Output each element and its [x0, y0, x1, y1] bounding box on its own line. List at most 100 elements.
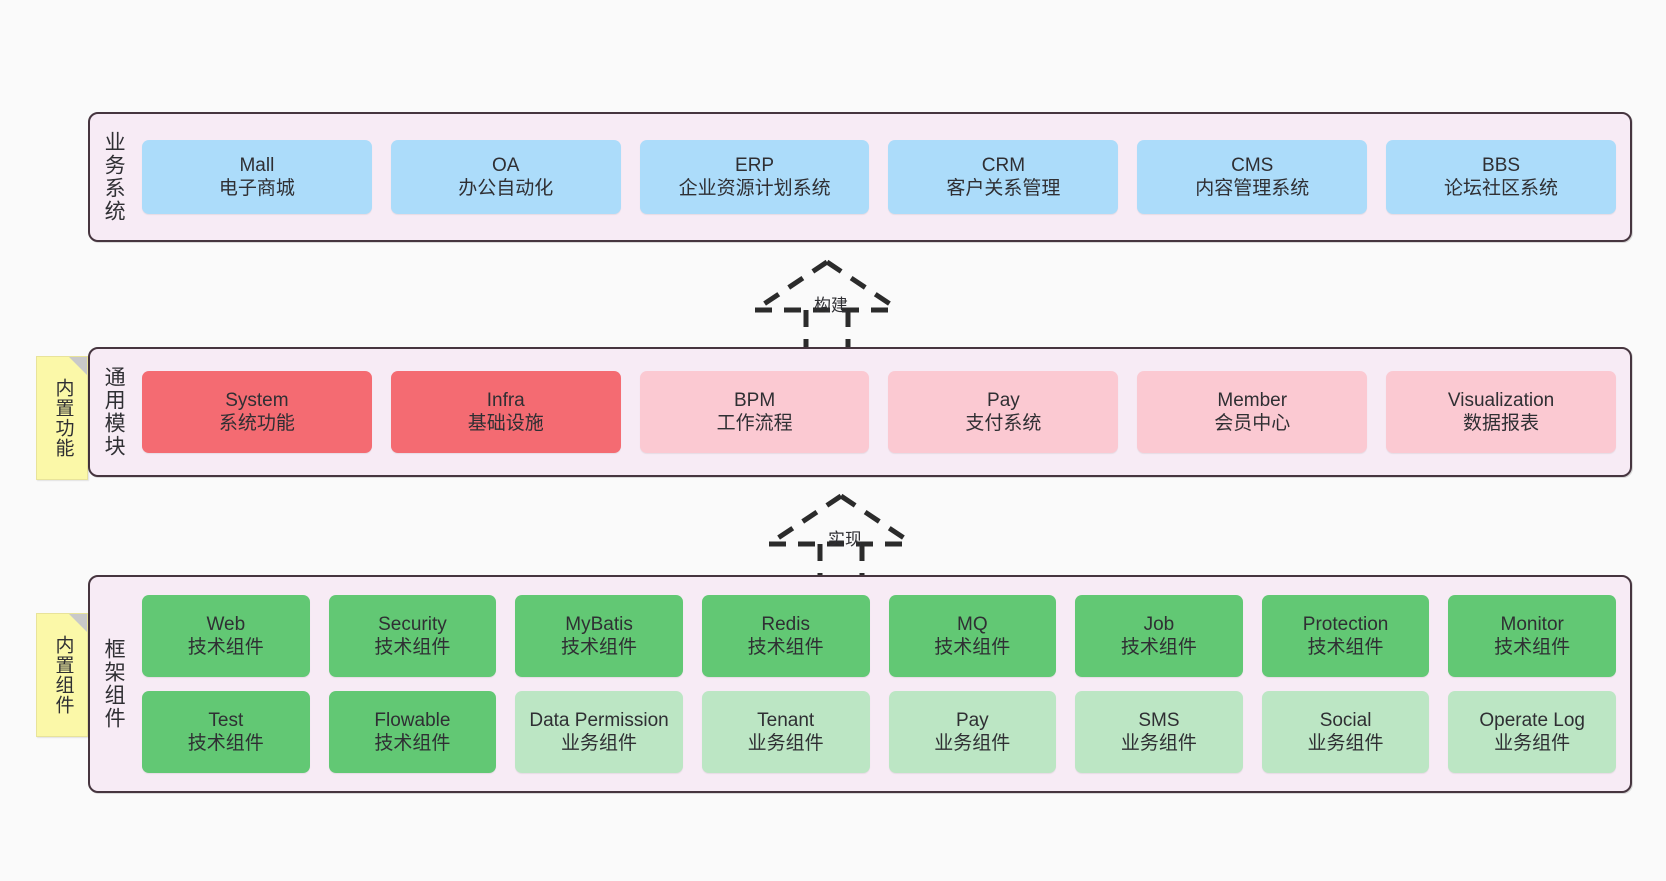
box-monitor[interactable]: Monitor 技术组件 [1448, 595, 1616, 677]
box-mq[interactable]: MQ 技术组件 [888, 595, 1057, 677]
box-job-desc: 技术组件 [1120, 637, 1197, 658]
box-erp-desc: 企业资源计划系统 [678, 178, 831, 199]
box-crm-title: CRM [981, 154, 1026, 176]
box-infra[interactable]: Infra 基础设施 [390, 371, 621, 453]
box-mybatis-title: MyBatis [565, 613, 633, 635]
box-social[interactable]: Social 业务组件 [1261, 691, 1430, 773]
box-mybatis-desc: 技术组件 [561, 637, 638, 658]
box-cms-title: CMS [1231, 154, 1274, 176]
box-bpm[interactable]: BPM 工作流程 [639, 371, 870, 453]
box-pay-component[interactable]: Pay 业务组件 [888, 691, 1057, 773]
box-security-title: Security [378, 613, 447, 635]
box-pay-component-desc: 业务组件 [934, 733, 1011, 754]
box-oa-desc: 办公自动化 [458, 178, 554, 199]
box-bbs-desc: 论坛社区系统 [1444, 178, 1559, 199]
box-oa[interactable]: OA 办公自动化 [390, 140, 621, 214]
note-builtin-feature-label: 内置功能 [52, 378, 74, 458]
box-web[interactable]: Web 技术组件 [142, 595, 310, 677]
connector-implement: 实现 [766, 492, 916, 588]
box-protection-title: Protection [1302, 613, 1389, 635]
box-test[interactable]: Test 技术组件 [142, 691, 310, 773]
note-builtin-component-label: 内置组件 [52, 635, 74, 715]
box-cms[interactable]: CMS 内容管理系统 [1137, 140, 1368, 214]
layer-common-module: 通用模块 System 系统功能 Infra 基础设施 BPM 工作流程 Pay… [88, 347, 1632, 477]
box-protection-desc: 技术组件 [1307, 637, 1384, 658]
box-tenant[interactable]: Tenant 业务组件 [701, 691, 870, 773]
box-bpm-title: BPM [733, 389, 776, 411]
box-erp[interactable]: ERP 企业资源计划系统 [639, 140, 870, 214]
box-erp-title: ERP [735, 154, 775, 176]
layer-business-system-row: Mall 电子商城 OA 办公自动化 ERP 企业资源计划系统 CRM 客户关系… [142, 140, 1616, 214]
box-cms-desc: 内容管理系统 [1195, 178, 1310, 199]
box-mall-desc: 电子商城 [218, 178, 295, 199]
box-job[interactable]: Job 技术组件 [1075, 595, 1243, 677]
box-crm-desc: 客户关系管理 [946, 178, 1061, 199]
connector-build: 构建 [752, 258, 902, 354]
box-visualization[interactable]: Visualization 数据报表 [1386, 371, 1616, 453]
layer-business-system: 业务系统 Mall 电子商城 OA 办公自动化 ERP 企业资源计划系统 CRM… [88, 112, 1632, 242]
box-mq-desc: 技术组件 [934, 637, 1011, 658]
box-member-desc: 会员中心 [1214, 413, 1291, 434]
layer-common-module-label: 通用模块 [102, 366, 126, 458]
box-flowable[interactable]: Flowable 技术组件 [328, 691, 497, 773]
box-system-desc: 系统功能 [218, 413, 295, 434]
box-pay-module[interactable]: Pay 支付系统 [888, 371, 1119, 453]
box-mq-title: MQ [957, 613, 988, 635]
box-social-desc: 业务组件 [1307, 733, 1384, 754]
box-visualization-desc: 数据报表 [1463, 413, 1540, 434]
box-web-desc: 技术组件 [187, 637, 264, 658]
box-mall-title: Mall [239, 154, 275, 176]
box-sms[interactable]: SMS 业务组件 [1075, 691, 1243, 773]
box-protection[interactable]: Protection 技术组件 [1261, 595, 1430, 677]
box-job-title: Job [1143, 613, 1175, 635]
box-monitor-desc: 技术组件 [1494, 637, 1571, 658]
box-data-permission[interactable]: Data Permission 业务组件 [515, 691, 683, 773]
box-oa-title: OA [492, 154, 520, 176]
layer-framework-component: 框架组件 Web 技术组件 Security 技术组件 MyBatis 技术组件… [88, 575, 1632, 793]
box-member[interactable]: Member 会员中心 [1137, 371, 1368, 453]
box-infra-desc: 基础设施 [467, 413, 544, 434]
connector-build-label: 构建 [814, 296, 848, 315]
box-data-permission-desc: 业务组件 [561, 733, 638, 754]
layer-common-module-row: System 系统功能 Infra 基础设施 BPM 工作流程 Pay 支付系统… [142, 371, 1616, 453]
box-pay-module-title: Pay [987, 389, 1020, 411]
box-security[interactable]: Security 技术组件 [328, 595, 497, 677]
layer-business-system-body: Mall 电子商城 OA 办公自动化 ERP 企业资源计划系统 CRM 客户关系… [136, 114, 1630, 240]
box-test-desc: 技术组件 [187, 733, 264, 754]
box-operate-log-title: Operate Log [1479, 709, 1585, 731]
box-pay-module-desc: 支付系统 [965, 413, 1042, 434]
box-mall[interactable]: Mall 电子商城 [142, 140, 372, 214]
layer-framework-component-label: 框架组件 [102, 638, 126, 730]
box-redis[interactable]: Redis 技术组件 [701, 595, 870, 677]
box-system[interactable]: System 系统功能 [142, 371, 372, 453]
box-data-permission-title: Data Permission [529, 709, 669, 731]
box-security-desc: 技术组件 [374, 637, 451, 658]
box-bpm-desc: 工作流程 [716, 413, 793, 434]
box-member-title: Member [1217, 389, 1288, 411]
box-sms-title: SMS [1138, 709, 1180, 731]
note-fold-corner-icon [69, 357, 87, 375]
box-crm[interactable]: CRM 客户关系管理 [888, 140, 1119, 214]
box-test-title: Test [208, 709, 244, 731]
note-fold-corner-icon [69, 614, 87, 632]
box-redis-desc: 技术组件 [747, 637, 824, 658]
box-social-title: Social [1319, 709, 1372, 731]
box-operate-log[interactable]: Operate Log 业务组件 [1448, 691, 1616, 773]
box-bbs[interactable]: BBS 论坛社区系统 [1386, 140, 1616, 214]
box-tenant-desc: 业务组件 [747, 733, 824, 754]
connector-implement-label: 实现 [828, 530, 862, 549]
box-infra-title: Infra [486, 389, 525, 411]
box-flowable-title: Flowable [374, 709, 451, 731]
box-operate-log-desc: 业务组件 [1494, 733, 1571, 754]
box-sms-desc: 业务组件 [1120, 733, 1197, 754]
box-mybatis[interactable]: MyBatis 技术组件 [515, 595, 683, 677]
box-redis-title: Redis [761, 613, 810, 635]
box-monitor-title: Monitor [1500, 613, 1564, 635]
layer-framework-component-body: Web 技术组件 Security 技术组件 MyBatis 技术组件 Redi… [136, 577, 1630, 791]
box-flowable-desc: 技术组件 [374, 733, 451, 754]
box-tenant-title: Tenant [757, 709, 815, 731]
layer-common-module-body: System 系统功能 Infra 基础设施 BPM 工作流程 Pay 支付系统… [136, 349, 1630, 475]
box-pay-component-title: Pay [955, 709, 989, 731]
layer-business-system-label: 业务系统 [102, 131, 126, 223]
note-builtin-component: 内置组件 [36, 613, 88, 737]
